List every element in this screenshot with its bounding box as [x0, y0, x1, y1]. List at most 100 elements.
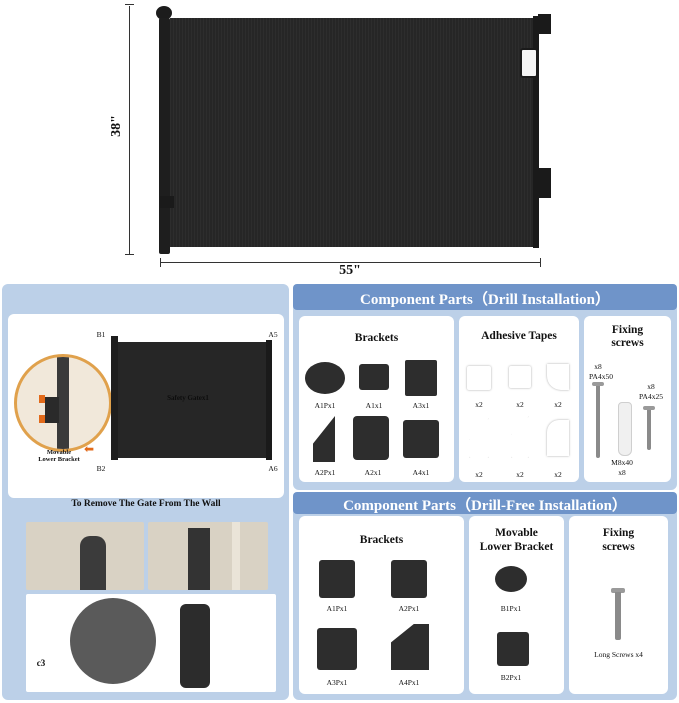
height-tick-top	[125, 4, 134, 5]
label-c3: c3	[36, 658, 46, 668]
df-bracket-a1p	[319, 560, 355, 598]
mini-gate-mesh	[118, 342, 268, 458]
bracket-b1p	[495, 566, 527, 592]
df-bracket-a4p	[391, 624, 429, 670]
remove-step-detail-card: c3	[26, 594, 276, 692]
lower-wall-bracket	[538, 168, 551, 198]
tape-square-1	[467, 366, 491, 390]
arrow-down-icon	[39, 415, 45, 423]
label-b2: B2	[96, 464, 106, 473]
bracket-a4	[403, 420, 439, 458]
df-bracket-a3p-label: A3Px1	[326, 678, 348, 687]
gate-diagram-card: Movable Lower Bracket ⬅ Safety Gatex1 B1…	[8, 314, 284, 498]
height-tick-bottom	[125, 254, 134, 255]
bracket-a3-label: A3x1	[412, 401, 430, 410]
drill-screws-card: Fixing screws x8 PA4x50 x8 PA4x25 M8x40 …	[584, 316, 671, 482]
adhesive-tapes-card: Adhesive Tapes x2 x2 x2 x2 x2 x2	[459, 316, 579, 482]
width-label: 55"	[339, 263, 361, 278]
movable-bracket-label: Movable Lower Bracket	[38, 449, 80, 463]
bracket-a2-label: A2x1	[364, 468, 382, 477]
tape-4-count: x2	[475, 470, 483, 479]
bracket-a2p-label: A2Px1	[314, 468, 336, 477]
drill-installation-title: Component Parts（Drill Installation）	[359, 292, 610, 308]
bracket-a2p	[313, 416, 335, 462]
bracket-a1	[359, 364, 389, 390]
screw-short-icon	[647, 408, 651, 450]
gate-handle	[520, 48, 538, 78]
mini-gate-post	[111, 336, 118, 460]
drillfree-brackets-title: Brackets	[359, 534, 404, 546]
tape-3-count: x2	[554, 400, 562, 409]
remove-step-photo-1	[26, 522, 144, 590]
df-bracket-a2p-label: A2Px1	[398, 604, 420, 613]
tape-6-count: x2	[554, 470, 562, 479]
tape-5-count: x2	[516, 470, 524, 479]
df-bracket-a1p-label: A1Px1	[326, 604, 348, 613]
label-b1: B1	[96, 330, 106, 339]
anchor-count: x8	[618, 468, 626, 477]
drill-brackets-card: Brackets A1Px1 A1x1 A3x1 A2Px1 A2x1 A4x1	[299, 316, 454, 482]
bracket-b2p-label: B2Px1	[500, 673, 522, 682]
tape-2-count: x2	[516, 400, 524, 409]
wall-anchor-icon	[618, 402, 632, 456]
remove-step-photo-2	[148, 522, 268, 590]
df-bracket-a4p-label: A4Px1	[398, 678, 420, 687]
drillfree-screws-title: Fixing screws	[602, 527, 635, 553]
height-dimension-line	[129, 6, 130, 254]
long-screw-head	[611, 588, 625, 593]
screw-long-count: x8	[594, 362, 602, 371]
drill-installation-header	[293, 284, 677, 310]
tape-1-count: x2	[475, 400, 483, 409]
bracket-b1p-label: B1Px1	[500, 604, 522, 613]
label-a5: A5	[268, 330, 278, 339]
screw-long-icon	[596, 384, 600, 458]
movable-bracket-card: Movable Lower Bracket B1Px1 B2Px1	[469, 516, 564, 694]
long-screws-label: Long Screws x4	[594, 650, 643, 659]
mini-gate-rail	[266, 340, 272, 460]
drillfree-installation-header	[293, 492, 677, 514]
upper-wall-bracket	[538, 14, 551, 34]
anchor-name: M8x40	[611, 458, 633, 467]
post-lower-bracket	[160, 196, 174, 208]
screw-short-count: x8	[647, 382, 655, 391]
arrow-up-icon	[39, 395, 45, 403]
width-tick-left	[160, 258, 161, 267]
width-dimension-line	[160, 262, 540, 263]
tape-wedge-2	[511, 416, 529, 458]
bracket-a1p-label: A1Px1	[314, 401, 336, 410]
screw-short-head	[643, 406, 655, 410]
height-label: 38"	[109, 115, 124, 137]
bracket-a3	[405, 360, 437, 396]
adhesive-tapes-title: Adhesive Tapes	[481, 330, 557, 342]
drillfree-screws-card: Fixing screws Long Screws x4	[569, 516, 668, 694]
width-tick-right	[540, 258, 541, 267]
tape-curve-2	[547, 420, 569, 456]
tape-wedge-1	[469, 418, 489, 458]
long-screw-icon	[615, 592, 621, 640]
tape-square-2	[509, 366, 531, 388]
screw-long-head	[592, 382, 604, 386]
remove-gate-title: To Remove The Gate From The Wall	[71, 499, 221, 509]
gate-rail	[533, 16, 539, 248]
screw-short-name: PA4x25	[639, 392, 663, 401]
bracket-a1-label: A1x1	[365, 401, 383, 410]
drill-brackets-title: Brackets	[354, 332, 399, 344]
bracket-a1p	[305, 362, 345, 394]
pointer-arrow-icon: ⬅	[84, 442, 95, 456]
gate-caption: Safety Gatex1	[167, 394, 209, 402]
drillfree-brackets-card: Brackets A1Px1 A2Px1 A3Px1 A4Px1	[299, 516, 464, 694]
gate-mesh	[170, 18, 536, 247]
bracket-b2p	[497, 632, 529, 666]
movable-bracket-title: Movable Lower Bracket	[479, 527, 554, 553]
magnifier-circle	[14, 354, 112, 452]
detail-magnifier	[70, 598, 156, 684]
tape-curve-1	[547, 364, 569, 390]
post-knob	[156, 6, 172, 20]
label-a6: A6	[268, 464, 278, 473]
drillfree-installation-title: Component Parts（Drill-Free Installation）	[343, 498, 627, 514]
detail-bracket-part	[180, 604, 210, 688]
bracket-a4-label: A4x1	[412, 468, 430, 477]
df-bracket-a2p	[391, 560, 427, 598]
screw-long-name: PA4x50	[589, 372, 613, 381]
df-bracket-a3p	[317, 628, 357, 670]
